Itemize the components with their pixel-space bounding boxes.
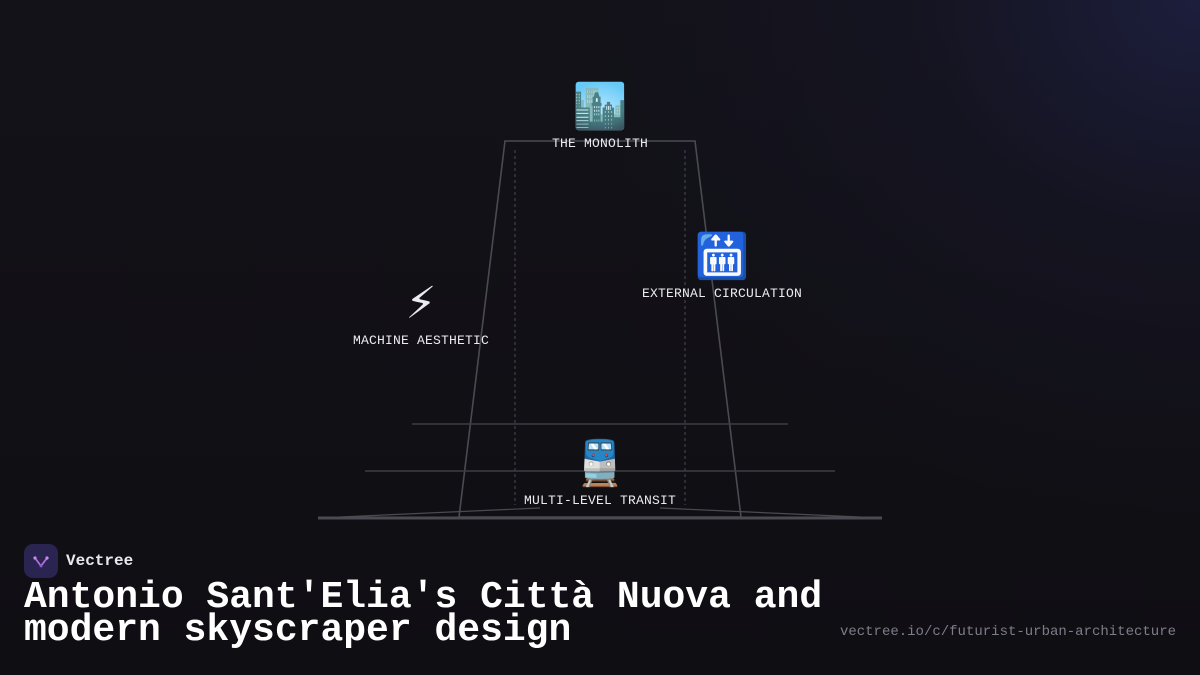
elevator-icon: 🛗 — [694, 231, 750, 282]
page-title: Antonio Sant'Elia's Città Nuova and mode… — [24, 576, 823, 652]
brand-name: Vectree — [66, 552, 134, 570]
node-the-monolith: 🏙️ THE MONOLITH — [551, 81, 649, 152]
lightning-icon: ⚡ — [405, 278, 437, 329]
base-slope-left — [317, 507, 541, 519]
vectree-logo-icon — [24, 544, 58, 578]
node-label: THE MONOLITH — [551, 136, 649, 151]
node-label: EXTERNAL CIRCULATION — [641, 286, 803, 301]
node-external-circulation: 🛗 EXTERNAL CIRCULATION — [641, 231, 803, 302]
node-label: MULTI-LEVEL TRANSIT — [523, 493, 677, 508]
node-machine-aesthetic: ⚡ MACHINE AESTHETIC — [352, 278, 490, 349]
brand[interactable]: Vectree — [24, 544, 133, 578]
node-multi-level-transit: 🚆 MULTI-LEVEL TRANSIT — [523, 438, 677, 509]
train-icon: 🚆 — [572, 438, 628, 489]
source-url[interactable]: vectree.io/c/futurist-urban-architecture — [839, 624, 1176, 640]
node-label: MACHINE AESTHETIC — [352, 333, 490, 348]
cityscape-icon: 🏙️ — [572, 81, 628, 132]
base-slope-right — [659, 507, 883, 519]
